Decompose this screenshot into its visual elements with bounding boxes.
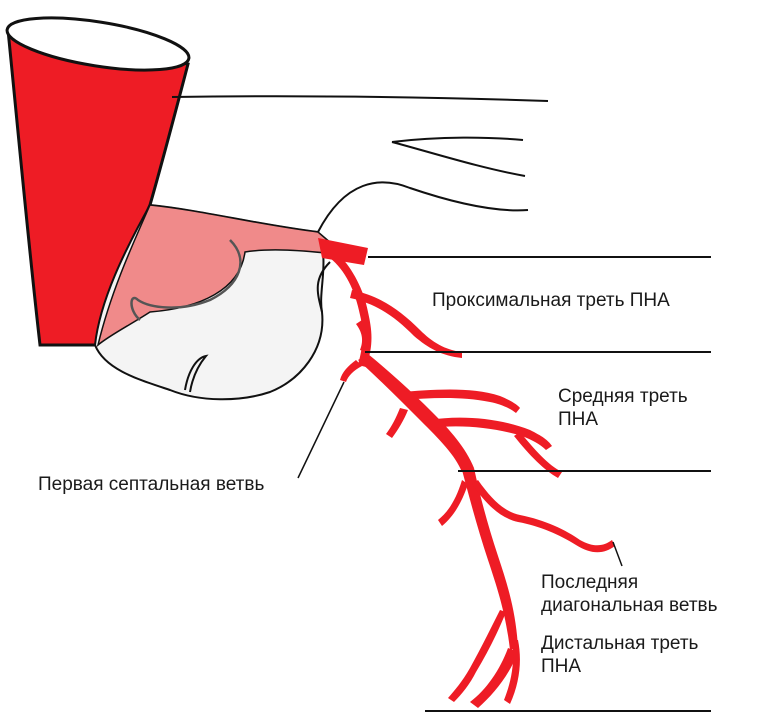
first-septal-branch: [340, 360, 362, 382]
distal-left-branch: [438, 480, 468, 526]
label-last-diagonal-line2: диагональная ветвь: [541, 595, 718, 617]
lad-distal-trunk: [462, 468, 518, 650]
apical-branch-left: [448, 610, 506, 702]
pulmonary-vessel-upper-line: [172, 96, 548, 101]
pulmonary-branch-line-2: [392, 142, 525, 176]
pulmonary-vessel-lower-line: [318, 182, 528, 232]
last-diagonal-branch: [472, 480, 615, 552]
middle-septal-stub: [386, 408, 408, 438]
label-distal-third-line1: Дистальная треть: [541, 633, 698, 655]
label-distal-third-line2: ПНА: [541, 656, 581, 678]
pulmonary-branch-line-1: [392, 138, 523, 142]
lad-middle-trunk: [358, 354, 474, 472]
label-middle-third-line1: Средняя треть: [558, 386, 688, 408]
label-proximal-third: Проксимальная треть ПНА: [432, 290, 670, 312]
label-middle-third-line2: ПНА: [558, 409, 598, 431]
label-last-diagonal-line1: Последняя: [541, 572, 638, 594]
first-septal-leader-line: [298, 382, 344, 478]
last-diagonal-leader-line: [613, 542, 622, 566]
label-first-septal: Первая септальная ветвь: [38, 474, 264, 496]
